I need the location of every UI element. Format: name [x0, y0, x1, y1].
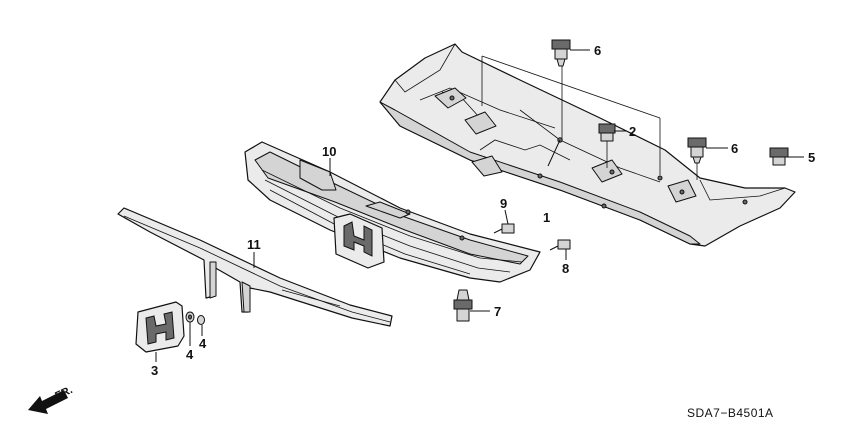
callout-4a: 4	[186, 347, 194, 362]
callout-10: 10	[322, 144, 336, 159]
radiator-cover-part-1[interactable]	[379, 43, 796, 247]
leader-lines	[155, 49, 804, 362]
front-direction-arrow: FR.	[28, 384, 74, 414]
clip-7[interactable]	[453, 289, 473, 322]
callout-5: 5	[808, 150, 815, 165]
washer-4b[interactable]	[197, 315, 205, 325]
callout-7: 7	[494, 304, 501, 319]
clip-fastener-6b[interactable]	[687, 137, 707, 164]
screw-9[interactable]	[493, 223, 515, 234]
diagram-code: SDA7−B4501A	[687, 406, 774, 420]
callout-2: 2	[629, 124, 636, 139]
callout-11: 11	[247, 237, 261, 252]
assembly-lines	[481, 55, 698, 180]
callout-9: 9	[500, 196, 507, 211]
clip-fastener-6a[interactable]	[551, 39, 571, 67]
grille-molding-part-11[interactable]	[117, 207, 393, 327]
callout-3: 3	[151, 363, 158, 378]
emblem-part-3[interactable]	[135, 301, 185, 353]
screw-8[interactable]	[549, 239, 571, 251]
callout-1: 1	[543, 210, 550, 225]
washer-4a[interactable]	[185, 311, 195, 323]
callout-6a: 6	[594, 43, 601, 58]
direction-label: FR.	[53, 384, 74, 402]
callout-8: 8	[562, 261, 569, 276]
screw-grommet-5[interactable]	[769, 147, 789, 166]
callout-6b: 6	[731, 141, 738, 156]
front-grille-part-10[interactable]	[244, 141, 541, 283]
clip-nut-2[interactable]	[598, 123, 616, 142]
callout-4b: 4	[199, 336, 207, 351]
